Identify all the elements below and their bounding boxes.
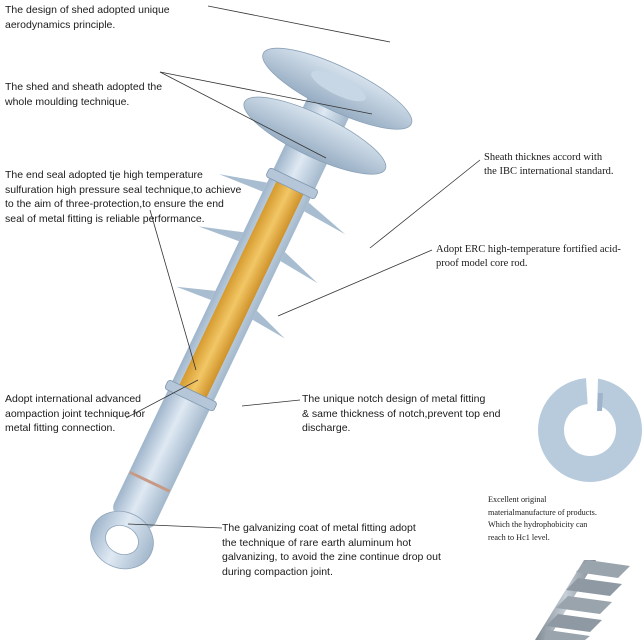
core-rod xyxy=(175,177,306,407)
callout-compaction: Adopt international advanced aompaction … xyxy=(5,393,146,434)
insulator xyxy=(90,47,413,570)
shed-top-inner xyxy=(311,70,366,102)
notch-ring-upper xyxy=(266,167,318,200)
notch-ring-lower xyxy=(164,380,217,412)
callout-hydrophobicity: Excellent original materialmanufacture o… xyxy=(488,495,597,542)
callout-sheath: Sheath thicknes accord with the IBC inte… xyxy=(484,152,614,177)
shed-coil-sample xyxy=(535,560,630,640)
callout-end-seal: The end seal adopted tje high temperatur… xyxy=(5,169,242,225)
callout-notch: The unique notch design of metal fitting… xyxy=(302,393,501,434)
callout-moulding: The shed and sheath adopted the whole mo… xyxy=(5,81,163,108)
callout-galvanizing: The galvanizing coat of metal fitting ad… xyxy=(222,522,441,578)
annotation-lines xyxy=(125,5,481,529)
callout-shed-design: The design of shed adopted unique aerody… xyxy=(5,4,170,31)
eye-hole xyxy=(105,524,139,556)
cross-section-ring xyxy=(538,378,642,482)
shed-second xyxy=(243,96,387,175)
galvanizing-band xyxy=(129,470,171,493)
callout-core-rod: Adopt ERC high-temperature fortified aci… xyxy=(436,244,621,269)
